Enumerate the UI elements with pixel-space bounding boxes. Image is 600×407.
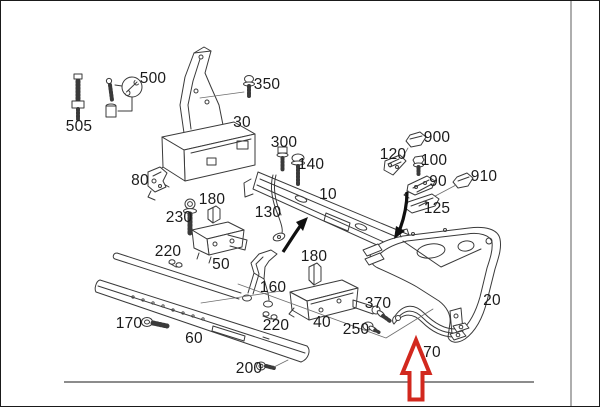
part-120-bracket [383, 154, 407, 176]
part-900-clip [400, 131, 427, 161]
part-910-clip [421, 172, 474, 204]
part-label-900: 900 [423, 129, 451, 146]
part-label-160: 160 [259, 279, 287, 296]
part-label-170: 170 [115, 315, 143, 332]
part-370-bolt [371, 305, 392, 323]
part-100-bolt [412, 155, 425, 176]
black-pointer-arrow-side-frame [394, 191, 409, 239]
part-200-screw [256, 359, 289, 371]
part-label-200: 200 [235, 360, 263, 377]
part-label-370: 370 [364, 295, 392, 312]
part-180-bracket-lower [308, 262, 322, 286]
part-30-bracket-assembly [156, 46, 256, 188]
part-label-10: 10 [319, 186, 337, 203]
part-label-180: 180 [198, 191, 226, 208]
part-50-bracket [191, 221, 248, 264]
part-label-100: 100 [420, 152, 448, 169]
part-505-bolt [71, 73, 85, 121]
part-label-50: 50 [212, 256, 230, 273]
part-label-505: 505 [65, 118, 93, 135]
part-130-rod [270, 174, 286, 242]
part-label-90: 90 [429, 173, 447, 190]
part-40-bracket [288, 279, 376, 321]
part-170-screw [141, 317, 170, 329]
part-label-910: 910 [470, 168, 498, 185]
part-90-bracket [403, 175, 436, 199]
part-label-180: 180 [300, 248, 328, 265]
part-label-30: 30 [233, 114, 251, 131]
part-220-clamp-upper [168, 259, 183, 268]
part-label-250: 250 [342, 321, 370, 338]
part-220-clamp-lower [262, 311, 278, 320]
part-label-60: 60 [185, 330, 203, 347]
part-140-bolt [291, 153, 305, 187]
part-label-70: 70 [423, 344, 441, 361]
part-label-500: 500 [139, 70, 167, 87]
part-70-support-rail [392, 305, 470, 341]
part-label-40: 40 [313, 314, 331, 331]
part-label-125: 125 [423, 200, 451, 217]
part-label-80: 80 [131, 172, 149, 189]
part-label-220: 220 [262, 317, 290, 334]
part-label-140: 140 [297, 156, 325, 173]
part-label-230: 230 [165, 209, 193, 226]
part-350-bolt [199, 75, 255, 99]
part-label-350: 350 [253, 76, 281, 93]
part-250-bolt [362, 321, 382, 335]
part-label-130: 130 [254, 204, 282, 221]
black-pointer-arrow-crossmember [281, 217, 308, 253]
part-500-stud-kit [105, 76, 143, 118]
part-label-20: 20 [483, 292, 501, 309]
part-20-side-frame [362, 226, 501, 343]
ground-lines [200, 283, 434, 339]
part-80-bracket [147, 166, 168, 201]
part-180-bracket-upper [207, 205, 221, 224]
part-label-300: 300 [270, 134, 298, 151]
part-label-220: 220 [154, 243, 182, 260]
part-160-bracket [242, 249, 278, 308]
part-300-bolt [276, 146, 289, 172]
part-230-bolt [183, 198, 197, 236]
part-60-bumper-bar [94, 252, 310, 363]
part-label-120: 120 [379, 146, 407, 163]
red-highlight-arrow [399, 334, 433, 402]
